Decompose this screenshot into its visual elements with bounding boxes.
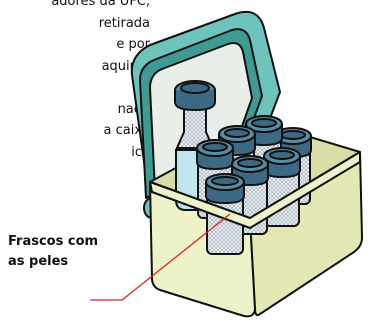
- callout-line: as peles: [8, 252, 98, 272]
- callout-line: Frascos com: [8, 232, 98, 252]
- vials-callout-label: Frascos com as peles: [8, 232, 98, 272]
